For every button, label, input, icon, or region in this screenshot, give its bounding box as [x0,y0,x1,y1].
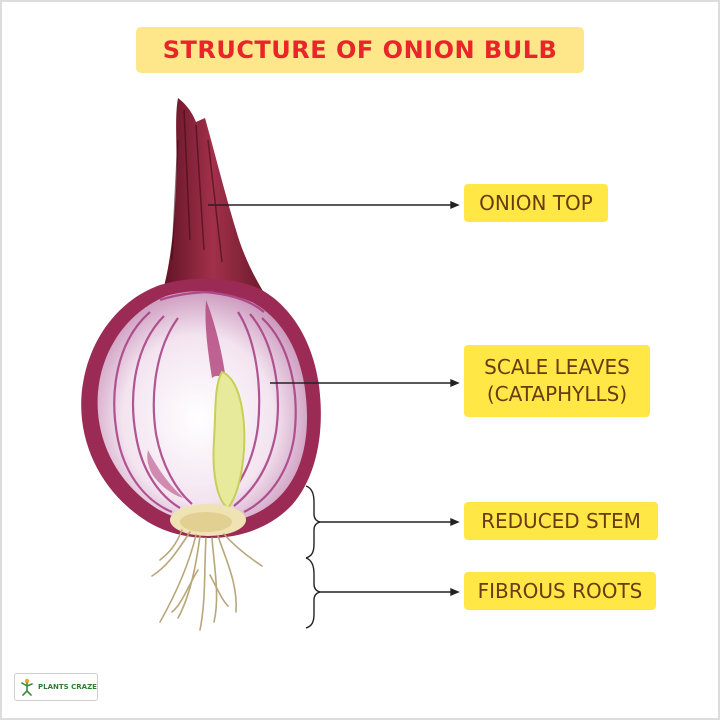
arrow-fibrous-roots [450,587,460,597]
onion-left-scale [147,450,184,498]
label-fibrous-roots: FIBROUS ROOTS [464,572,656,610]
diagram-title: STRUCTURE OF ONION BULB [162,36,558,64]
bracket-fibrous-roots [305,557,321,629]
onion-basal-plate-shade [180,512,232,532]
onion-inner-scale [205,300,226,380]
arrow-reduced-stem [450,517,460,527]
onion-fibrous-roots [151,529,263,631]
label-onion-top-text: ONION TOP [479,190,593,215]
onion-neck [160,98,266,300]
plant-figure-icon [21,678,33,696]
label-scale-leaves-line1: SCALE LEAVES [484,355,630,379]
onion-neck-fibers [171,109,223,263]
plants-craze-logo: PLANTS CRAZE [14,673,98,701]
onion-scale-rings [113,290,297,514]
arrow-onion-top [450,200,460,210]
label-scale-leaves: SCALE LEAVES (CATAPHYLLS) [464,345,650,417]
label-fibrous-roots-text: FIBROUS ROOTS [477,578,643,603]
arrow-scale-leaves [450,378,460,388]
label-scale-leaves-line2: (CATAPHYLLS) [486,382,628,406]
label-reduced-stem-text: REDUCED STEM [481,508,641,533]
label-reduced-stem: REDUCED STEM [464,502,658,540]
logo-name: PLANTS CRAZE [38,683,97,691]
title-banner: STRUCTURE OF ONION BULB [136,27,584,73]
bracket-reduced-stem [305,485,321,559]
leader-lines [208,200,460,597]
label-onion-top: ONION TOP [464,184,608,222]
